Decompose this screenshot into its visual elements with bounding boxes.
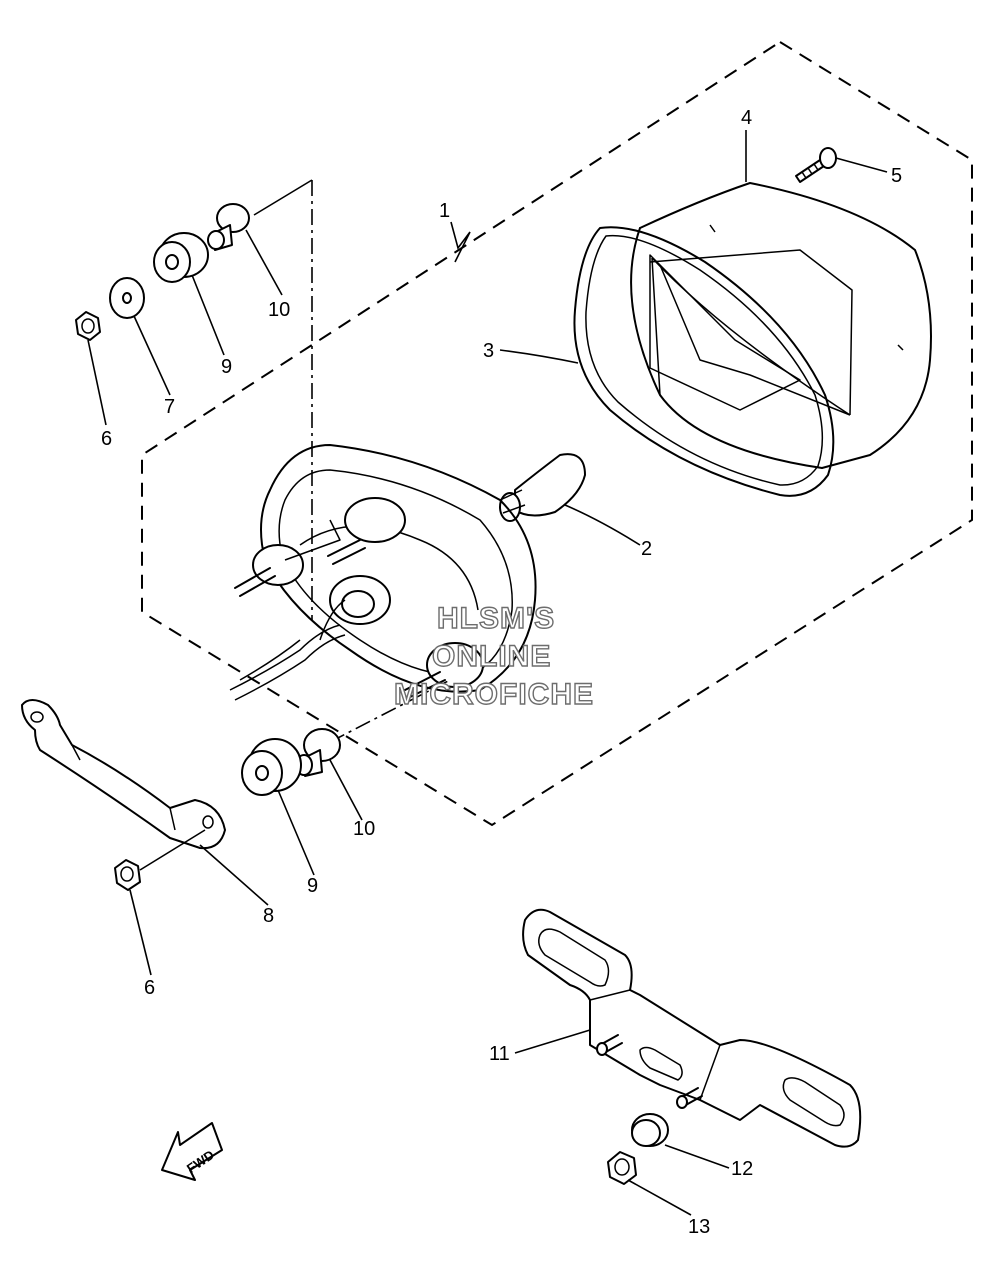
tail-light-housing (229, 444, 537, 701)
callout-labels: 1 2 3 4 5 6 7 9 10 10 9 8 6 11 12 13 (101, 107, 902, 1238)
part-5-screw (795, 147, 837, 183)
part-3-gasket (573, 226, 835, 497)
part-6-nut-upper (75, 311, 101, 341)
part-12-washer (631, 1113, 669, 1147)
callout-10-upper: 10 (268, 299, 290, 321)
callout-11: 11 (489, 1043, 510, 1065)
fwd-arrow-icon: FWD (161, 1122, 223, 1181)
part-9-grommet-lower (241, 738, 302, 796)
callout-12: 12 (731, 1158, 753, 1180)
callout-10-lower: 10 (353, 818, 375, 840)
part-11-bracket (522, 908, 862, 1148)
watermark-line-1: HLSM'S (437, 602, 555, 635)
leader-lines (87, 130, 888, 1216)
alignment-line-lower (329, 679, 451, 743)
callout-13: 13 (688, 1216, 710, 1238)
callout-9-upper: 9 (221, 356, 232, 378)
callout-6-upper: 6 (101, 428, 112, 450)
part-10-collar-lower (295, 728, 341, 777)
part-9-grommet-upper (153, 232, 209, 283)
assembly-boundary (141, 40, 973, 827)
part-10-collar-upper (207, 203, 250, 251)
part-4-lens (630, 182, 932, 469)
part-8-stay (21, 699, 226, 850)
part-2-bulb (499, 453, 586, 522)
callout-7: 7 (164, 396, 175, 418)
callout-6-lower: 6 (144, 977, 155, 999)
part-13-nut (607, 1151, 637, 1185)
callout-9-lower: 9 (307, 875, 318, 897)
callout-4: 4 (741, 107, 752, 129)
callout-1: 1 (439, 200, 450, 222)
watermark-line-3: MICROFICHE (394, 678, 594, 711)
watermark: HLSM'S ONLINE MICROFICHE (393, 601, 594, 711)
part-6-nut-lower (114, 829, 206, 891)
callout-2: 2 (641, 538, 652, 560)
callout-3: 3 (483, 340, 494, 362)
lens-window (649, 254, 801, 411)
callout-5: 5 (891, 165, 902, 187)
callout-8: 8 (263, 905, 274, 927)
part-7-washer (109, 277, 145, 319)
watermark-line-2: ONLINE (432, 640, 551, 673)
